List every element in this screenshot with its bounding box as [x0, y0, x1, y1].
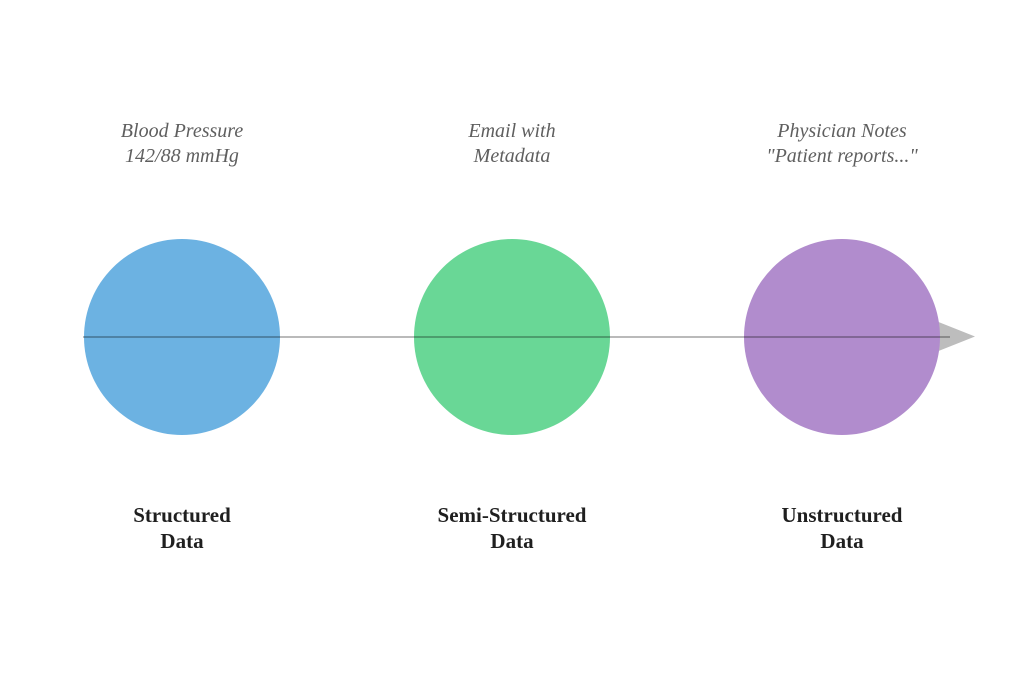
label-line: Data: [820, 529, 864, 553]
example-line: Metadata: [473, 145, 551, 167]
label-line: Data: [490, 529, 534, 553]
label-line: Structured: [133, 503, 231, 527]
label-line: Data: [160, 529, 204, 553]
example-line: "Patient reports...": [766, 145, 918, 167]
example-line: Email with: [468, 120, 556, 142]
example-line: Physician Notes: [777, 120, 907, 142]
spectrum-axis-line: [83, 336, 950, 338]
semi-structured-data-label: Semi-Structured Data: [352, 502, 672, 554]
structured-data-circle: [84, 239, 280, 435]
unstructured-data-label: Unstructured Data: [682, 502, 1002, 554]
unstructured-data-circle: [744, 239, 940, 435]
structured-example-text: Blood Pressure 142/88 mmHg: [22, 119, 342, 169]
semi-structured-example-text: Email with Metadata: [352, 119, 672, 169]
example-line: 142/88 mmHg: [125, 145, 239, 167]
semi-structured-data-circle: [414, 239, 610, 435]
unstructured-example-text: Physician Notes "Patient reports...": [682, 119, 1002, 169]
structured-data-label: Structured Data: [22, 502, 342, 554]
label-line: Semi-Structured: [437, 503, 587, 527]
example-line: Blood Pressure: [120, 120, 244, 142]
label-line: Unstructured: [781, 503, 903, 527]
